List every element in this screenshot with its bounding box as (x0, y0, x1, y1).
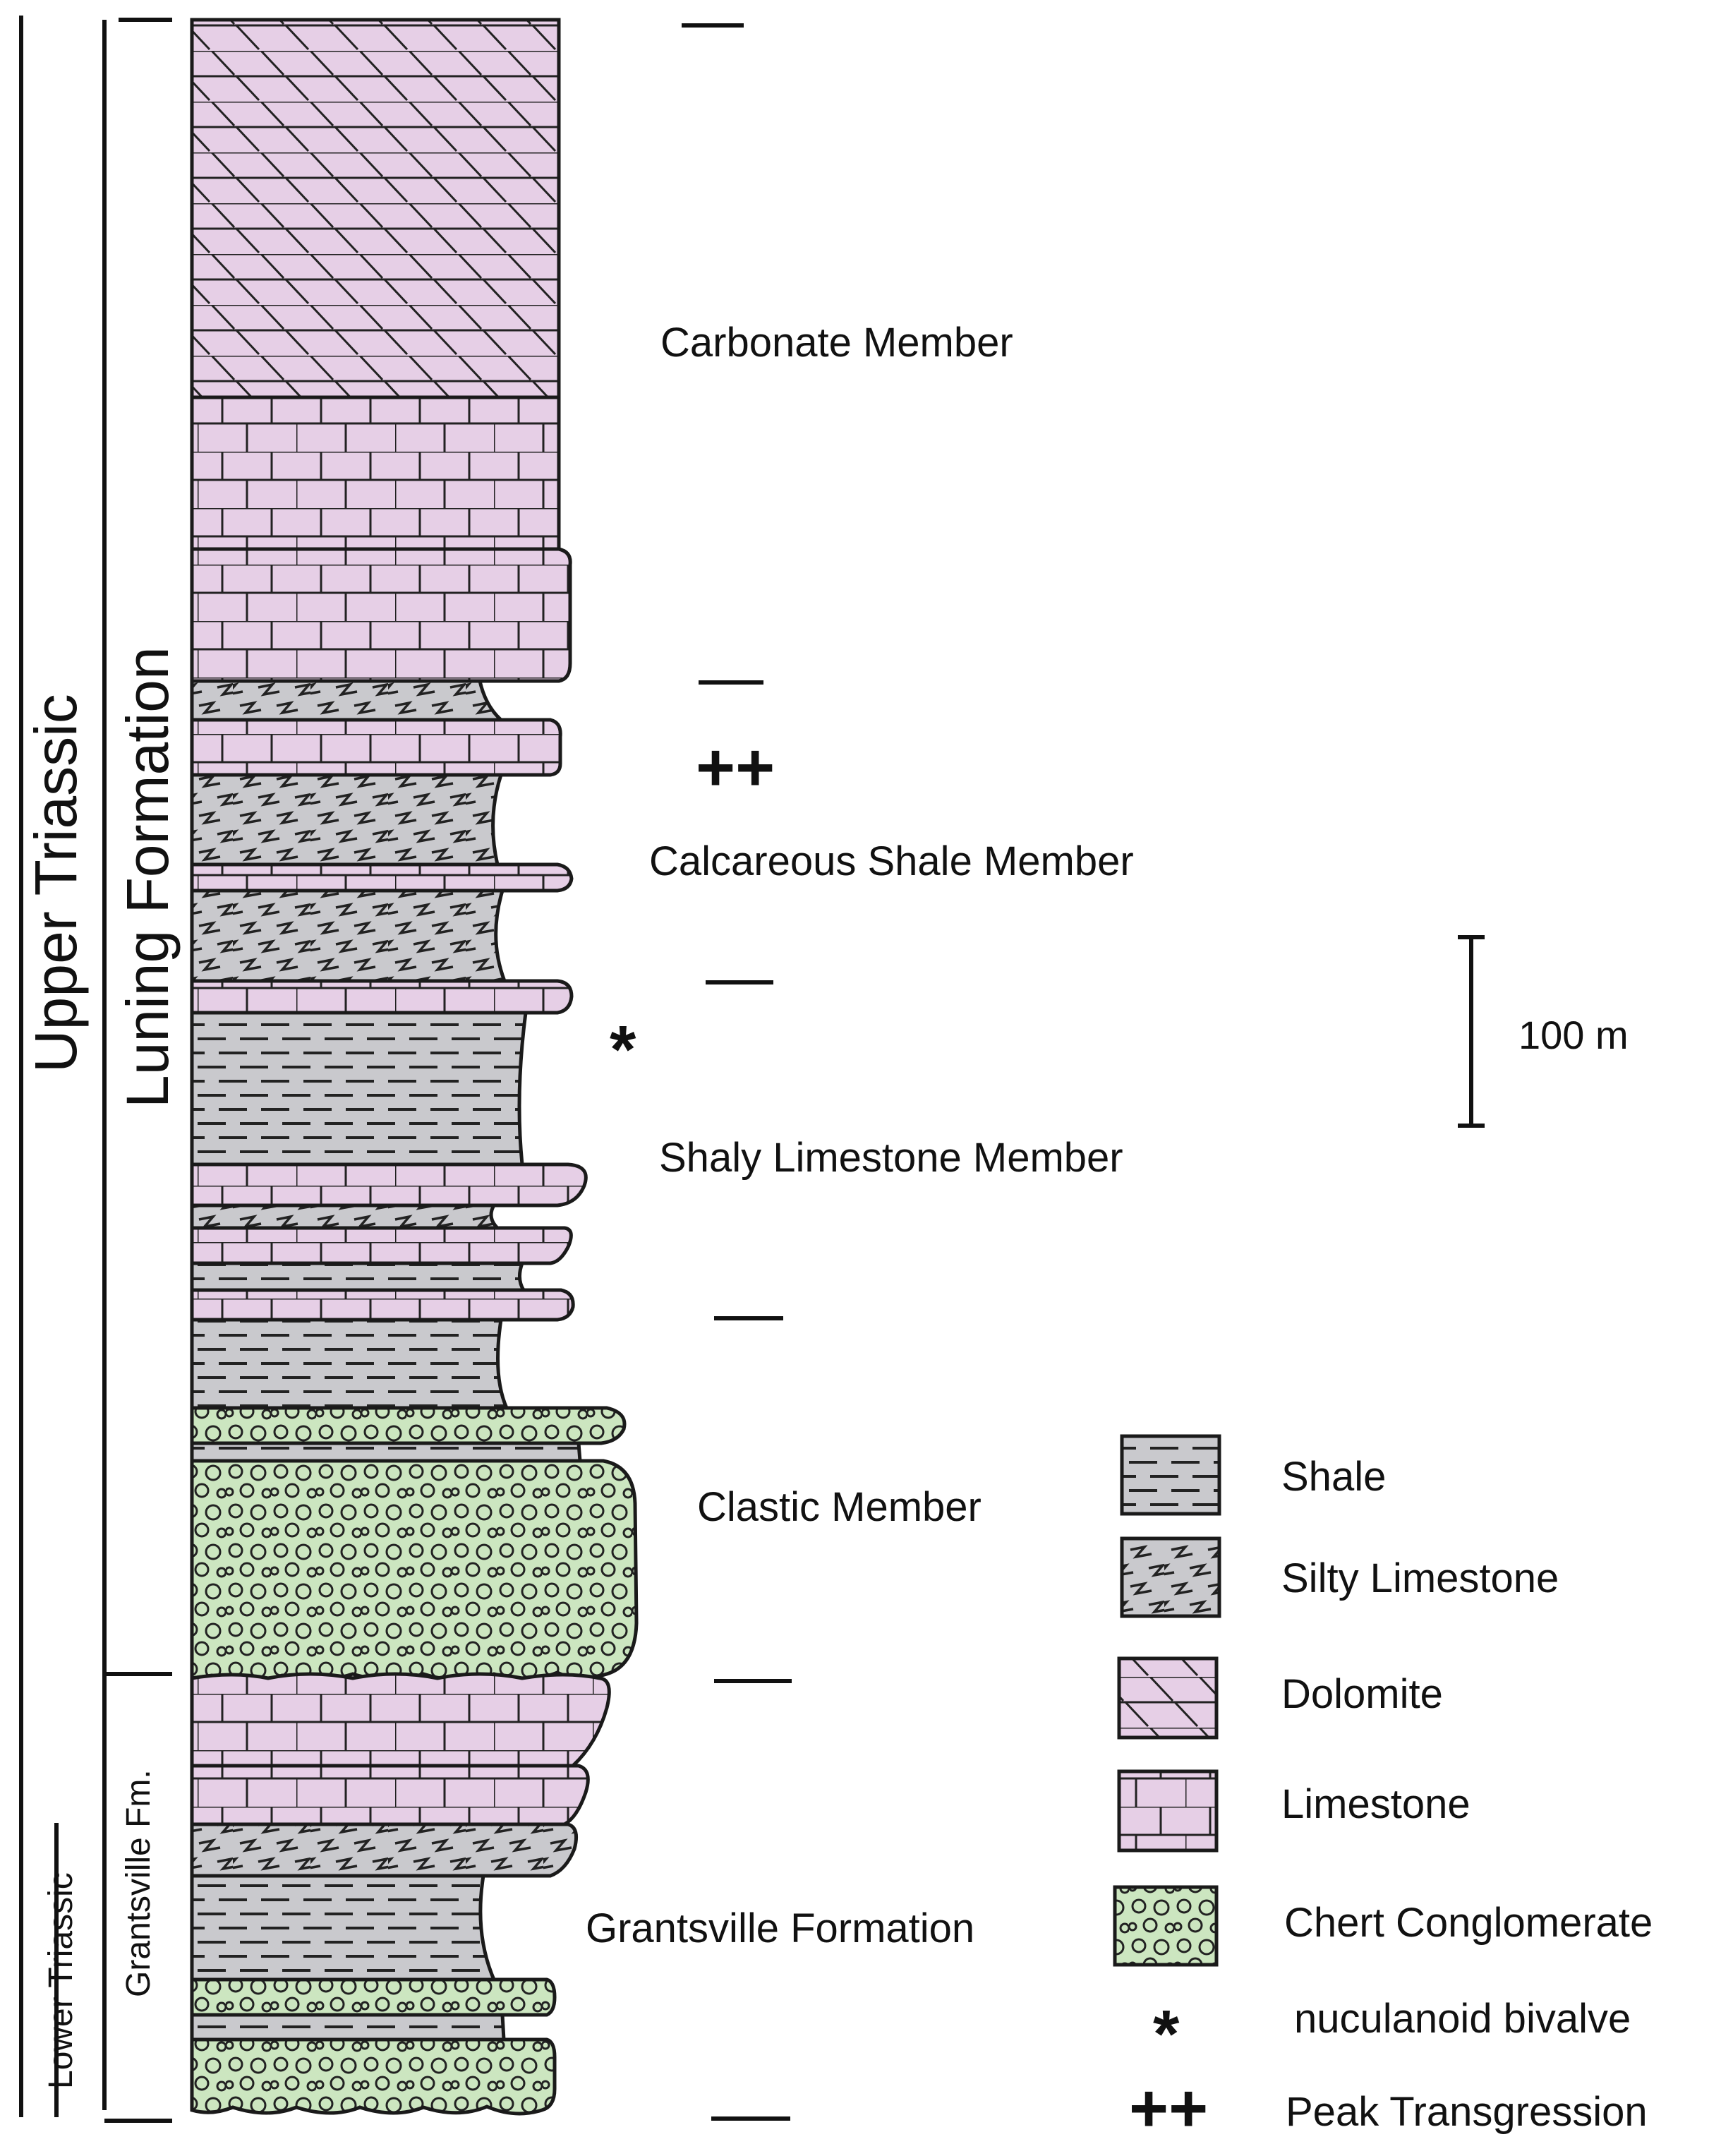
member-boundary-ticks (682, 23, 792, 2121)
layer-limestone-4 (190, 862, 574, 893)
formation-lower-label: Grantsville Fm. (120, 1769, 157, 1997)
layer-silty-3 (190, 889, 507, 983)
age-upper-label: Upper Triassic (23, 694, 89, 1073)
legend-label-chert-conglomerate: Chert Conglomerate (1284, 1900, 1653, 1946)
layer-limestone-2 (190, 547, 572, 683)
layer-shale-6 (190, 2013, 506, 2042)
layer-shale-5 (190, 1874, 497, 1982)
layer-shale-3 (190, 1318, 509, 1410)
age-lower-label: Lower Triassic (42, 1872, 80, 2089)
layer-limestone-6 (190, 1162, 588, 1208)
chert-conglomerate-pattern-icon (1113, 1885, 1219, 1967)
layer-limestone-10 (190, 1764, 590, 1826)
peak-transgression-marker: ++ (696, 730, 775, 805)
legend-label-silty-limestone: Silty Limestone (1281, 1555, 1559, 1601)
member-label-shaly: Shaly Limestone Member (659, 1135, 1123, 1181)
layer-silty-5 (190, 1822, 578, 1878)
layer-limestone-3 (190, 718, 562, 777)
legend: Shale Silty Limestone Dolomite Limestone… (1113, 1434, 1653, 2146)
layer-limestone-8 (190, 1288, 575, 1322)
silty-limestone-pattern-icon (1120, 1536, 1221, 1618)
layer-chert-2 (190, 1459, 639, 1682)
legend-bivalve-symbol: * (1153, 1997, 1180, 2072)
shale-pattern-icon (1120, 1434, 1221, 1516)
legend-label-limestone: Limestone (1281, 1781, 1471, 1827)
layer-dolomite-1 (190, 18, 561, 399)
bivalve-marker: * (610, 1012, 636, 1088)
member-label-calcareous: Calcareous Shale Member (649, 838, 1134, 884)
layer-silty-2 (190, 773, 504, 867)
legend-label-bivalve: nuculanoid bivalve (1294, 1996, 1631, 2042)
legend-label-dolomite: Dolomite (1281, 1671, 1443, 1717)
layer-chert-1 (190, 1406, 627, 1445)
layer-shale-2 (190, 1261, 527, 1292)
layer-limestone-9 (190, 1672, 611, 1768)
member-label-carbonate: Carbonate Member (660, 320, 1013, 366)
legend-label-shale: Shale (1281, 1454, 1386, 1500)
layer-silty-1 (190, 679, 506, 722)
age-brackets (19, 16, 172, 2123)
member-label-clastic: Clastic Member (697, 1484, 982, 1530)
formation-upper-label: Luning Formation (114, 646, 181, 1108)
limestone-pattern-icon (1117, 1769, 1219, 1853)
layer-shale-1 (190, 1011, 528, 1167)
layer-chert-4 (190, 2037, 557, 2116)
member-label-grantsville: Grantsville Formation (586, 1905, 974, 1951)
layer-chert-3 (190, 1977, 557, 2017)
stratigraphic-column (190, 18, 639, 2116)
dolomite-pattern-icon (1117, 1656, 1219, 1740)
layer-limestone-1 (190, 395, 561, 551)
layer-shale-4 (190, 1441, 582, 1463)
scale-bar-label: 100 m (1518, 1013, 1629, 1057)
scale-bar (1458, 935, 1485, 1128)
legend-label-peak-transgression: Peak Transgression (1286, 2089, 1648, 2135)
legend-peak-transgression-symbol: ++ (1129, 2071, 1208, 2146)
layer-silty-4 (190, 1203, 502, 1230)
layer-limestone-5 (190, 979, 574, 1015)
layer-limestone-7 (190, 1226, 573, 1265)
